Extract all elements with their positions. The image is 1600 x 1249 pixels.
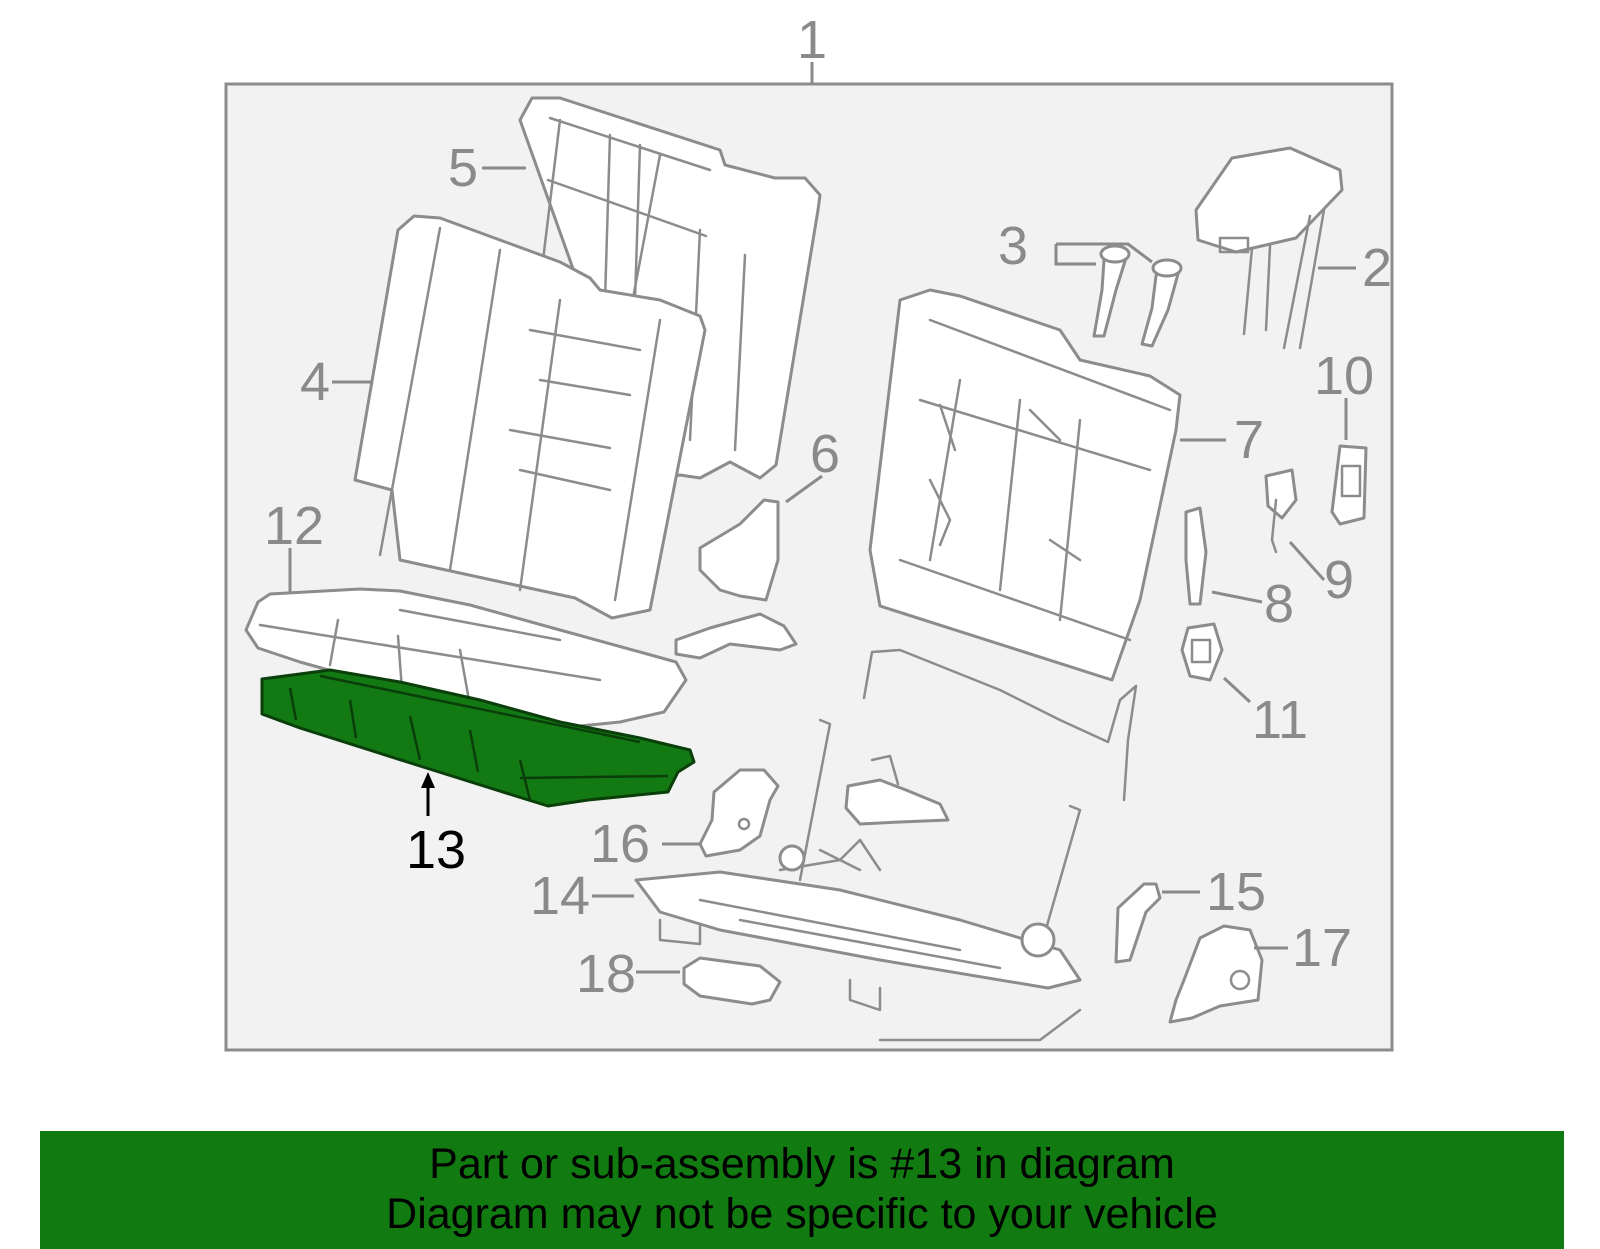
banner-line-part: Part or sub-assembly is #13 in diagram (429, 1140, 1175, 1188)
leader-11 (1222, 676, 1252, 704)
callout-13: 13 (406, 820, 466, 880)
part-14-seat-frame[interactable] (634, 718, 1082, 1042)
release-cable (862, 648, 1138, 802)
callout-11: 11 (1252, 690, 1308, 750)
part-15-cover[interactable] (1114, 882, 1162, 964)
part-7-seatback-frame[interactable] (868, 288, 1182, 682)
callout-9: 9 (1324, 550, 1354, 610)
part-16-cover[interactable] (698, 768, 780, 858)
part-18-pad[interactable] (682, 956, 782, 1006)
part-8-trim[interactable] (1184, 506, 1208, 606)
part-13-seat-cushion-pad[interactable] (260, 668, 696, 808)
info-banner: Part or sub-assembly is #13 in diagram D… (40, 1131, 1564, 1249)
part-2-headrest[interactable] (1194, 146, 1344, 350)
callout-7: 7 (1234, 410, 1264, 470)
leader-3 (1054, 242, 1153, 266)
part-6-hinge-cover[interactable] (674, 498, 798, 660)
callout-1: 1 (797, 10, 827, 70)
callout-18: 18 (576, 944, 636, 1004)
leader-6 (785, 474, 823, 504)
part-9-latch[interactable] (1264, 468, 1298, 554)
leader-9 (1288, 540, 1326, 582)
callout-17: 17 (1292, 918, 1352, 978)
callout-12: 12 (264, 496, 324, 556)
part-11-bezel[interactable] (1180, 622, 1224, 682)
callout-5: 5 (448, 138, 478, 198)
callout-15: 15 (1206, 862, 1266, 922)
callout-8: 8 (1264, 574, 1294, 634)
leader-8 (1211, 590, 1263, 604)
part-17-cover[interactable] (1168, 924, 1264, 1024)
part-12-seat-cushion[interactable] (244, 587, 688, 734)
callout-6: 6 (810, 424, 840, 484)
callout-4: 4 (300, 352, 330, 412)
callout-3: 3 (998, 216, 1028, 276)
banner-line-disclaimer: Diagram may not be specific to your vehi… (386, 1190, 1218, 1238)
callout-14: 14 (530, 866, 590, 926)
part-10-bracket[interactable] (1330, 444, 1368, 526)
callout-10: 10 (1314, 346, 1374, 406)
callout-16: 16 (590, 814, 650, 874)
part-3-bolts[interactable] (1092, 244, 1183, 348)
arrowhead-13 (421, 772, 435, 788)
part-4-seatback-cushion[interactable] (353, 214, 707, 620)
callout-2: 2 (1362, 238, 1392, 298)
